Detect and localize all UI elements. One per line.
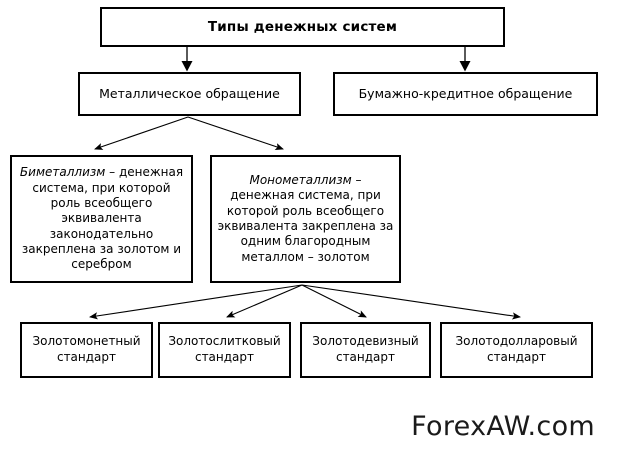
node-gold-coin-standard[interactable]: Золотомонетный стандарт	[20, 322, 153, 378]
node-gold-exchange-standard[interactable]: Золотодевизный стандарт	[300, 322, 431, 378]
node-bimetallism-definition: – денежная система, при которой роль все…	[21, 165, 184, 272]
edge-monometal-to-motto	[301, 284, 367, 318]
node-gold-dollar-standard-label: Золотодолларовый стандарт	[455, 334, 578, 364]
node-paper-credit-circulation-label: Бумажно-кредитное обращение	[358, 86, 573, 102]
edge-monometal-to-dollar	[301, 284, 521, 320]
edge-root-to-paper	[459, 47, 471, 72]
node-bimetallism[interactable]: Биметаллизм – денежная система, при кото…	[10, 155, 193, 283]
watermark: ForexAW.com	[411, 411, 595, 442]
node-gold-exchange-standard-label: Золотодевизный стандарт	[312, 334, 419, 364]
node-monometallism-text: Монометаллизм – денежная система, при ко…	[212, 173, 399, 265]
node-gold-bullion-standard-label: Золотослитковый стандарт	[168, 334, 281, 364]
node-root-monetary-system-types[interactable]: Типы денежных систем	[100, 7, 505, 47]
node-gold-coin-standard-label: Золотомонетный стандарт	[32, 334, 141, 364]
node-monometallism-definition: – денежная система, при которой роль все…	[217, 172, 394, 264]
edge-metal-to-bimetal	[94, 116, 189, 150]
edge-monometal-to-coin	[89, 284, 303, 320]
node-bimetallism-text: Биметаллизм – денежная система, при кото…	[12, 165, 191, 273]
node-metallic-circulation-label: Металлическое обращение	[99, 86, 280, 102]
edge-monometal-to-bar	[226, 284, 303, 318]
node-paper-credit-circulation[interactable]: Бумажно-кредитное обращение	[333, 72, 598, 116]
edge-root-to-metal	[181, 47, 193, 72]
node-bimetallism-term: Биметаллизм	[19, 165, 106, 180]
node-gold-bullion-standard[interactable]: Золотослитковый стандарт	[158, 322, 291, 378]
edge-metal-to-monometal	[187, 116, 284, 150]
node-metallic-circulation[interactable]: Металлическое обращение	[78, 72, 301, 116]
node-gold-dollar-standard[interactable]: Золотодолларовый стандарт	[440, 322, 593, 378]
node-root-label: Типы денежных систем	[207, 18, 398, 35]
node-monometallism[interactable]: Монометаллизм – денежная система, при ко…	[210, 155, 401, 283]
node-monometallism-term: Монометаллизм	[249, 172, 352, 187]
